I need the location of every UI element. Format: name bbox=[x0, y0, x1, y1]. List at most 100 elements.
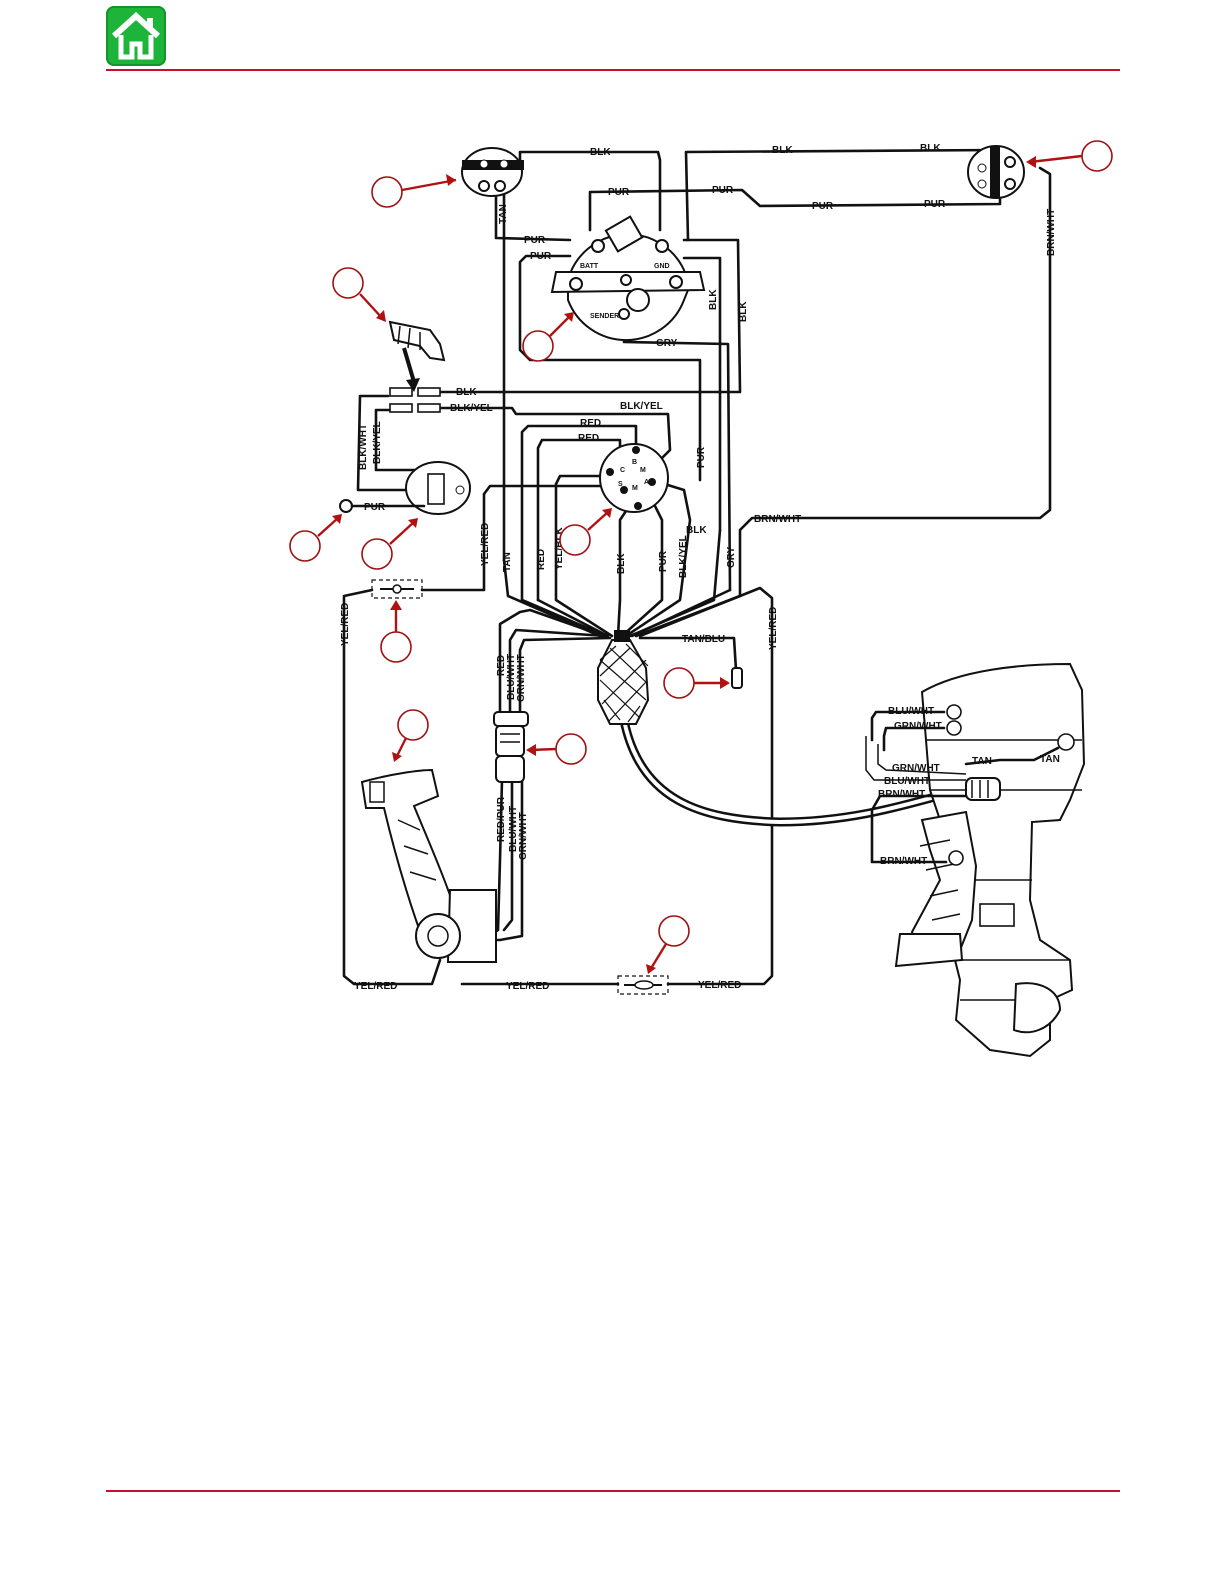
callout-pur-terminal bbox=[289, 530, 321, 562]
label-pur-v2: PUR bbox=[658, 550, 669, 572]
label-grn-wht-eng2: GRN/WHT bbox=[892, 763, 940, 774]
wire-ign-yelblk bbox=[554, 474, 614, 638]
label-grn-wht-v: GRN/WHT bbox=[516, 654, 527, 702]
stop-switch bbox=[339, 461, 471, 515]
label-tan-eng2: TAN bbox=[1040, 754, 1060, 765]
label-pur-4: PUR bbox=[924, 199, 946, 210]
label-yel-red-v1: YEL/RED bbox=[480, 523, 491, 566]
wire-tan-blu bbox=[638, 636, 738, 672]
remote-control bbox=[360, 768, 497, 963]
callout-arrow-lanyard bbox=[359, 293, 383, 319]
wire-yel-red-right bbox=[638, 586, 774, 986]
wire-blk-wht-loop bbox=[356, 394, 426, 492]
callout-stop-switch bbox=[361, 538, 393, 570]
terminal-batt: BATT bbox=[580, 263, 599, 270]
label-red-v: RED bbox=[536, 549, 547, 570]
label-yel-red-v2: YEL/RED bbox=[768, 607, 779, 650]
callout-bottom-connector bbox=[658, 915, 690, 947]
arrow-head-2 bbox=[1026, 156, 1036, 168]
footer-rule bbox=[106, 1490, 1120, 1492]
label-blk-v3: BLK bbox=[616, 553, 627, 574]
arrow-head-4 bbox=[564, 312, 574, 322]
tan-blu-terminal bbox=[731, 667, 743, 689]
callout-arrow-stop-switch bbox=[389, 521, 415, 545]
callout-remote-control bbox=[397, 709, 429, 741]
arrow-head-5 bbox=[332, 514, 342, 524]
label-blu-wht-eng: BLU/WHT bbox=[888, 706, 934, 717]
terminal-m2: M bbox=[632, 485, 638, 492]
wire-engine-grn-wht bbox=[882, 726, 946, 752]
wire-blk-bundle bbox=[628, 528, 722, 638]
label-blk-3: BLK bbox=[920, 143, 941, 154]
label-yel-red-2: YEL/RED bbox=[354, 981, 397, 992]
label-red-pur-v: RED/PUR bbox=[496, 796, 507, 842]
arrow-head-11 bbox=[526, 744, 536, 756]
label-tan-v1: TAN bbox=[498, 204, 509, 224]
wire-pur-gauge-loop bbox=[518, 254, 702, 482]
label-brn-wht-eng2: BRN/WHT bbox=[880, 856, 927, 867]
arrow-head-7 bbox=[602, 508, 612, 518]
terminal-gnd: GND bbox=[654, 263, 670, 270]
label-pur-5: PUR bbox=[524, 235, 546, 246]
callout-center-gauge bbox=[522, 330, 554, 362]
label-blk-v2: BLK bbox=[738, 301, 749, 322]
callout-trim-plug bbox=[555, 733, 587, 765]
label-yel-red-v3: YEL/RED bbox=[340, 603, 351, 646]
label-blk-1: BLK bbox=[590, 147, 611, 158]
harness-plug bbox=[597, 630, 650, 725]
wire-blk-top-left bbox=[518, 150, 662, 232]
callouts bbox=[289, 140, 1113, 974]
arrow-head-9 bbox=[720, 677, 730, 689]
wire-labels: BLK BLK BLK PUR PUR PUR PUR PUR PUR GRY … bbox=[340, 143, 1060, 992]
label-pur-6: PUR bbox=[530, 251, 552, 262]
callout-arrow-center-gauge bbox=[549, 315, 571, 337]
wire-red2-bundle bbox=[536, 598, 610, 638]
label-yel-blk-v: YEL/BLK bbox=[554, 526, 565, 570]
label-blu-wht-eng2: BLU/WHT bbox=[884, 776, 930, 787]
terminal-b: B bbox=[632, 459, 637, 466]
wire-ign-blk bbox=[616, 506, 630, 638]
ignition-switch: B C M S A M bbox=[599, 443, 669, 513]
callout-lanyard bbox=[332, 267, 364, 299]
callout-arrow-right-gauge bbox=[1029, 154, 1083, 164]
callout-right-gauge bbox=[1081, 140, 1113, 172]
connector-box-left bbox=[371, 579, 423, 599]
wire-yel-red-left bbox=[342, 588, 442, 986]
label-gry-v: GRY bbox=[726, 546, 737, 568]
label-brn-wht-v: BRN/WHT bbox=[1046, 209, 1057, 256]
header-rule bbox=[106, 69, 1120, 71]
home-button[interactable] bbox=[106, 6, 166, 66]
wire-blk-gauge-right2 bbox=[498, 238, 742, 394]
label-blu-wht-v2: BLU/WHT bbox=[508, 806, 519, 852]
terminal-m1: M bbox=[640, 467, 646, 474]
label-blu-wht-v: BLU/WHT bbox=[506, 654, 517, 700]
label-gry-1: GRY bbox=[656, 338, 678, 349]
label-tan-v2: TAN bbox=[502, 552, 513, 572]
trim-plug bbox=[493, 711, 529, 783]
arrow-head-10 bbox=[392, 752, 402, 762]
terminal-sender: SENDER bbox=[590, 313, 619, 320]
terminal-s: S bbox=[618, 481, 623, 488]
arrow-head-6 bbox=[408, 518, 418, 528]
callout-left-gauge bbox=[371, 176, 403, 208]
wire-tan-left-gauge bbox=[494, 188, 572, 242]
label-blk-yel-1: BLK/YEL bbox=[450, 403, 493, 414]
arrow-head-3 bbox=[376, 310, 386, 322]
arrow-head-8 bbox=[390, 600, 402, 610]
callout-tan-blu-terminal bbox=[663, 667, 695, 699]
wire-engine-connectors bbox=[865, 736, 967, 781]
bullet-connectors-blk bbox=[389, 387, 441, 413]
wire-pur-upper bbox=[588, 188, 1002, 232]
label-pur-2: PUR bbox=[712, 185, 734, 196]
label-grn-wht-v2: GRN/WHT bbox=[518, 812, 529, 860]
label-red-1: RED bbox=[580, 418, 601, 429]
wire-engine-blu-wht bbox=[870, 710, 946, 742]
wire-ign-blkyel bbox=[624, 480, 692, 638]
label-brn-wht-1: BRN/WHT bbox=[754, 514, 801, 525]
wire-engine-tan bbox=[964, 746, 1060, 766]
label-tan-eng: TAN bbox=[972, 756, 992, 767]
wire-brn-wht bbox=[634, 166, 1052, 638]
label-brn-wht-eng: BRN/WHT bbox=[878, 789, 925, 800]
label-pur-7: PUR bbox=[364, 502, 386, 513]
